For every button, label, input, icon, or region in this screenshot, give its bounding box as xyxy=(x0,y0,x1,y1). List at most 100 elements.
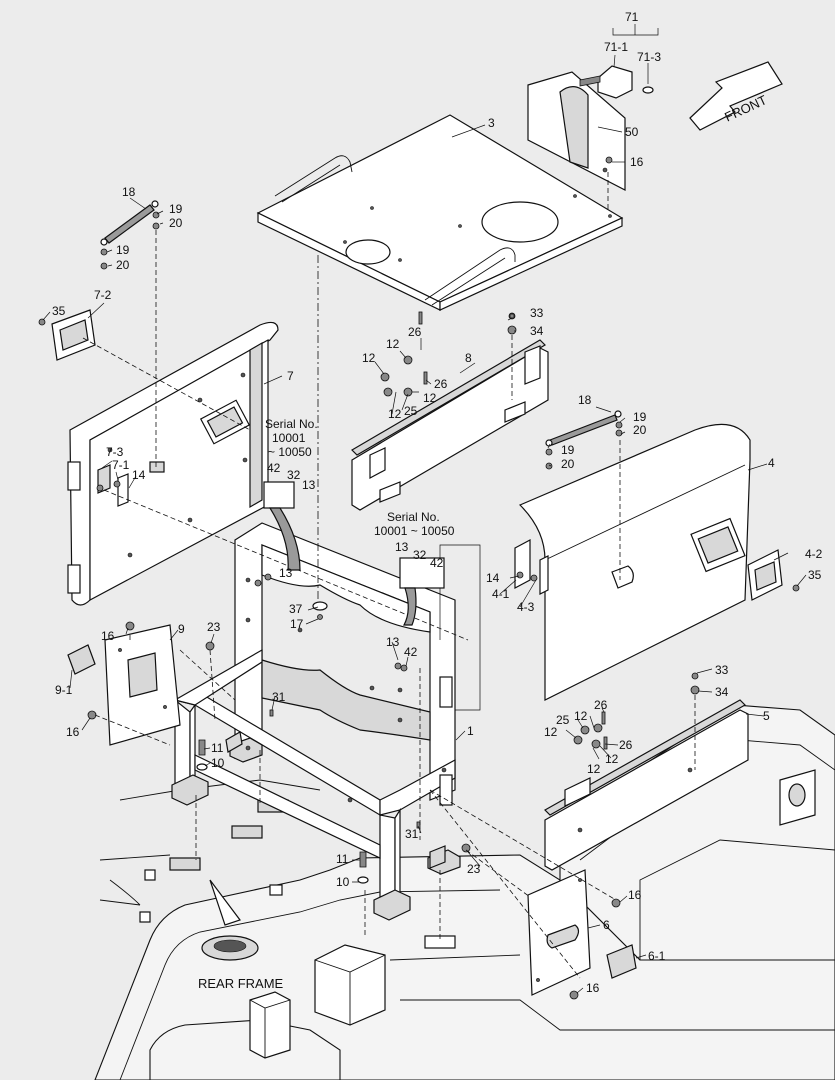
callout-12-a: 12 xyxy=(386,337,400,351)
callout-10-b: 10 xyxy=(336,875,350,889)
callout-14-right: 14 xyxy=(486,571,500,585)
callout-12-d: 12 xyxy=(388,407,402,421)
rear-frame: REAR FRAME xyxy=(94,854,835,1080)
callout-20-a: 20 xyxy=(169,216,183,230)
callout-6: 6 xyxy=(603,918,610,932)
callout-16-top: 16 xyxy=(630,155,644,169)
latch-7-2 xyxy=(38,309,96,361)
serial-note-left-title: Serial No. xyxy=(265,417,318,431)
callout-19-a: 19 xyxy=(169,202,183,216)
callout-7: 7 xyxy=(287,369,294,383)
callout-16-d: 16 xyxy=(586,981,600,995)
callout-6-1: 6-1 xyxy=(648,949,666,963)
callout-31-b: 31 xyxy=(405,827,419,841)
callout-12-c: 12 xyxy=(423,391,437,405)
callout-20-c: 20 xyxy=(633,423,647,437)
callout-13-d: 13 xyxy=(386,635,400,649)
main-stand-1 xyxy=(171,522,461,921)
front-direction-arrow: FRONT xyxy=(689,61,783,131)
right-door-4 xyxy=(514,423,751,701)
callout-20-d: 20 xyxy=(561,457,575,471)
callout-33-top: 33 xyxy=(530,306,544,320)
callout-20-b: 20 xyxy=(116,258,130,272)
callout-7-1: 7-1 xyxy=(112,458,130,472)
rear-frame-label: REAR FRAME xyxy=(198,976,284,991)
callout-14-left: 14 xyxy=(132,468,146,482)
callout-7-3: 7-3 xyxy=(106,445,124,459)
callout-34-bot: 34 xyxy=(715,685,729,699)
callout-35-right: 35 xyxy=(808,568,822,582)
callout-18-left: 18 xyxy=(122,185,136,199)
top-cover-3 xyxy=(256,114,624,311)
callout-31-a: 31 xyxy=(272,690,286,704)
callout-10-a: 10 xyxy=(211,756,225,770)
callout-17: 17 xyxy=(290,617,304,631)
cover-6 xyxy=(527,869,637,996)
callout-19-d: 19 xyxy=(561,443,575,457)
callout-32-b: 32 xyxy=(413,548,427,562)
serial-boxes xyxy=(263,481,445,626)
callout-26-b: 26 xyxy=(434,377,448,391)
serial-note-left-line1: 10001 xyxy=(272,431,306,445)
callout-42-a: 42 xyxy=(267,461,281,475)
callout-23-a: 23 xyxy=(207,620,221,634)
callout-12-e: 12 xyxy=(574,709,588,723)
callout-13-a: 13 xyxy=(302,478,316,492)
lamp-bracket-50 xyxy=(527,65,654,191)
callout-25-a: 25 xyxy=(404,404,418,418)
callout-13-b: 13 xyxy=(279,566,293,580)
callout-1: 1 xyxy=(467,724,474,738)
cover-9 xyxy=(67,624,181,746)
callout-8: 8 xyxy=(465,351,472,365)
callout-12-f: 12 xyxy=(544,725,558,739)
callout-42-b: 42 xyxy=(430,556,444,570)
callout-11-a: 11 xyxy=(211,741,224,755)
callout-16-c: 16 xyxy=(628,888,642,902)
left-door-7 xyxy=(67,321,279,606)
gas-strut-right-18 xyxy=(545,410,622,447)
callout-71: 71 xyxy=(625,10,639,24)
callout-labels: 71 71-1 71-3 3 50 16 18 19 20 19 20 7-2 … xyxy=(52,10,823,995)
callout-16-b: 16 xyxy=(66,725,80,739)
callout-26-a: 26 xyxy=(408,325,422,339)
callout-9-1: 9-1 xyxy=(55,683,73,697)
callout-32-a: 32 xyxy=(287,468,301,482)
callout-12-g: 12 xyxy=(605,752,619,766)
callout-37: 37 xyxy=(289,602,303,616)
callout-13-c: 13 xyxy=(395,540,409,554)
leader-lines xyxy=(42,24,807,994)
serial-note-left-line2: ~ 10050 xyxy=(268,445,312,459)
callout-12-h: 12 xyxy=(587,762,601,776)
callout-4-1: 4-1 xyxy=(492,587,510,601)
callout-50: 50 xyxy=(625,125,639,139)
callout-18-right: 18 xyxy=(578,393,592,407)
callout-71-1: 71-1 xyxy=(604,40,628,54)
callout-19-b: 19 xyxy=(116,243,130,257)
handle-4-2 xyxy=(747,549,800,601)
callout-5: 5 xyxy=(763,709,770,723)
callout-4-2: 4-2 xyxy=(805,547,823,561)
serial-note-right-title: Serial No. xyxy=(387,510,440,524)
callout-35-left: 35 xyxy=(52,304,66,318)
callout-33-bot: 33 xyxy=(715,663,729,677)
serial-note-right-line1: 10001 ~ 10050 xyxy=(374,524,455,538)
callout-4-3: 4-3 xyxy=(517,600,535,614)
callout-11-b: 11 xyxy=(336,852,349,866)
side-frame-right xyxy=(559,704,835,961)
callout-71-3: 71-3 xyxy=(637,50,661,64)
callout-26-c: 26 xyxy=(594,698,608,712)
callout-42-c: 42 xyxy=(404,645,418,659)
callout-3: 3 xyxy=(488,116,495,130)
callout-16-a: 16 xyxy=(101,629,115,643)
callout-4: 4 xyxy=(768,456,775,470)
callout-26-d: 26 xyxy=(619,738,633,752)
callout-25-b: 25 xyxy=(556,713,570,727)
callout-7-2: 7-2 xyxy=(94,288,112,302)
gas-strut-left-18 xyxy=(100,200,159,246)
side-panel-8 xyxy=(351,339,549,511)
callout-34-top: 34 xyxy=(530,324,544,338)
callout-9: 9 xyxy=(178,622,185,636)
callout-23-b: 23 xyxy=(467,862,481,876)
